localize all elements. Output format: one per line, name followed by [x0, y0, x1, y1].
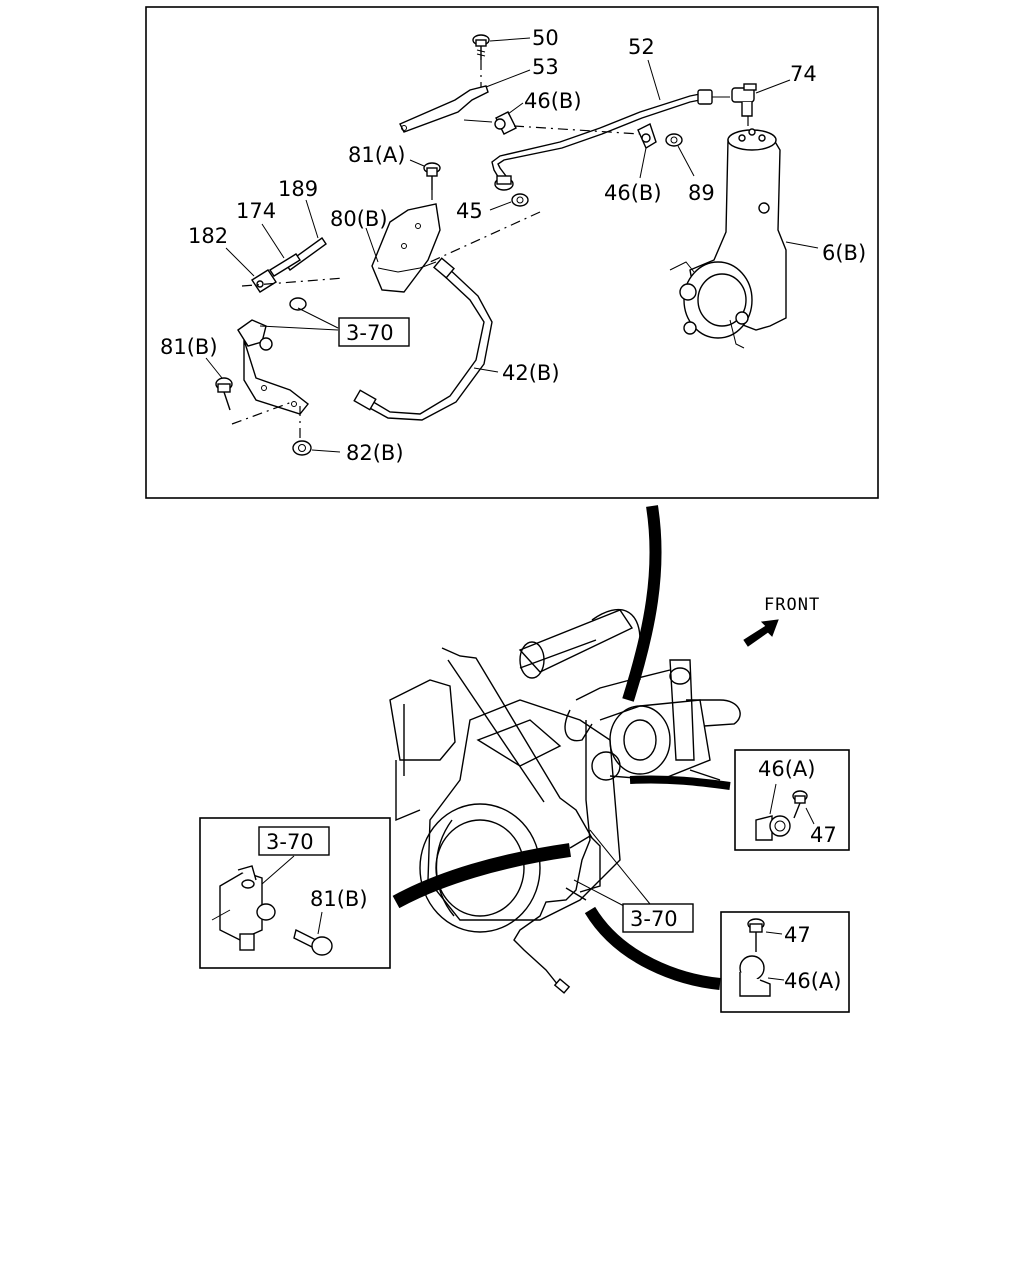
leader-46a-right2 — [767, 977, 785, 981]
leader-53 — [485, 69, 531, 88]
leader-47-right1 — [805, 807, 815, 825]
callout-81b-left: 81(B) — [310, 887, 368, 911]
front-arrow-icon — [743, 619, 779, 647]
leader-89 — [677, 145, 695, 177]
ref-box-mid — [622, 903, 694, 933]
connector-left-icon — [211, 865, 276, 951]
leader-82b — [311, 449, 341, 453]
leader-74 — [755, 79, 791, 94]
callout-6b: 6(B) — [822, 241, 866, 265]
leader-45 — [489, 201, 512, 211]
leader-6b — [785, 241, 819, 249]
leader-81a — [409, 159, 425, 167]
nut-89-icon — [665, 133, 683, 147]
callout-82b: 82(B) — [346, 441, 404, 465]
pointer-top-to-engine — [622, 505, 662, 702]
pin-174-icon — [269, 253, 301, 277]
clip-46b-top-icon — [463, 111, 517, 135]
connector-182-icon — [251, 269, 277, 293]
bolt-50-icon — [472, 34, 490, 60]
dash-45 — [429, 211, 541, 263]
leader-42b — [473, 367, 499, 373]
callout-52: 52 — [628, 35, 655, 59]
callout-189: 189 — [278, 177, 318, 201]
leader-189 — [305, 199, 319, 239]
detail-frame-left — [199, 817, 391, 969]
clip-46a-right2-icon — [739, 955, 771, 997]
front-label: FRONT — [764, 595, 820, 615]
callout-46a-right1: 46(A) — [758, 757, 815, 781]
dash-46b — [513, 125, 641, 135]
nut-45-icon — [511, 193, 529, 207]
ref-label-left: 3-70 — [266, 830, 314, 854]
leader-46b-mid — [639, 147, 647, 179]
ref-label-top: 3-70 — [346, 321, 394, 345]
pointer-right-box-2 — [584, 906, 721, 990]
leader-47-right2 — [765, 931, 783, 935]
callout-42b: 42(B) — [502, 361, 560, 385]
leader-ref-left — [261, 855, 295, 885]
dash-182 — [241, 277, 345, 287]
leader-80b — [365, 227, 379, 263]
ref-line-mid-2 — [573, 879, 625, 907]
leader-46a-right1 — [769, 783, 777, 815]
callout-174: 174 — [236, 199, 276, 223]
callout-47-right2: 47 — [784, 923, 811, 947]
leader-81b-top — [205, 357, 223, 379]
clip-46a-right1-icon — [755, 815, 791, 841]
elbow-fitting-74-icon — [731, 83, 757, 117]
pointer-left-box — [392, 843, 571, 909]
detail-frame-top — [145, 6, 879, 499]
bolt-81a-icon — [423, 162, 441, 190]
callout-81a: 81(A) — [348, 143, 405, 167]
nut-45-upper-icon — [494, 175, 514, 191]
callout-53: 53 — [532, 55, 559, 79]
ref-line-top-1 — [259, 325, 339, 331]
outlet-pipe-6b-icon — [669, 128, 787, 349]
callout-46b-top: 46(B) — [524, 89, 582, 113]
pointer-right-box-1 — [629, 775, 731, 790]
callout-182: 182 — [188, 224, 228, 248]
ref-box-top — [338, 317, 410, 347]
callout-46a-right2: 46(A) — [784, 969, 841, 993]
callout-74: 74 — [790, 62, 817, 86]
bolt-81b-left-icon — [293, 928, 333, 956]
connector-block-icon — [237, 297, 309, 415]
leader-52 — [647, 59, 661, 101]
ref-line-mid-1 — [589, 829, 651, 905]
callout-47-right1: 47 — [810, 823, 837, 847]
pipe-52 — [491, 93, 701, 181]
nut-82b-icon — [292, 440, 312, 456]
bracket-80b-icon — [371, 203, 441, 293]
detail-frame-right-1 — [734, 749, 850, 851]
bolt-47-right2-icon — [747, 918, 765, 952]
detail-frame-right-2 — [720, 911, 850, 1013]
bolt-47-right1-icon — [792, 790, 808, 819]
leader-174 — [261, 223, 285, 259]
callout-50: 50 — [532, 26, 559, 50]
leader-81b-left — [317, 911, 323, 935]
bracket-53-icon — [399, 85, 489, 133]
clip-46b-mid-icon — [637, 123, 657, 150]
callout-89: 89 — [688, 181, 715, 205]
hose-42b — [369, 271, 485, 415]
leader-46b-top — [507, 102, 524, 115]
callout-81b-top: 81(B) — [160, 335, 218, 359]
engine-illustration — [389, 609, 741, 994]
ref-line-top-2 — [297, 307, 339, 329]
ref-label-mid: 3-70 — [630, 907, 678, 931]
leader-182 — [225, 247, 255, 277]
bolt-81b-top-icon — [215, 377, 233, 411]
leader-50 — [489, 37, 531, 42]
callout-46b-mid: 46(B) — [604, 181, 662, 205]
callout-80b: 80(B) — [330, 207, 388, 231]
dash-81b-top — [231, 401, 293, 425]
callout-45: 45 — [456, 199, 483, 223]
ref-box-left — [258, 826, 330, 856]
